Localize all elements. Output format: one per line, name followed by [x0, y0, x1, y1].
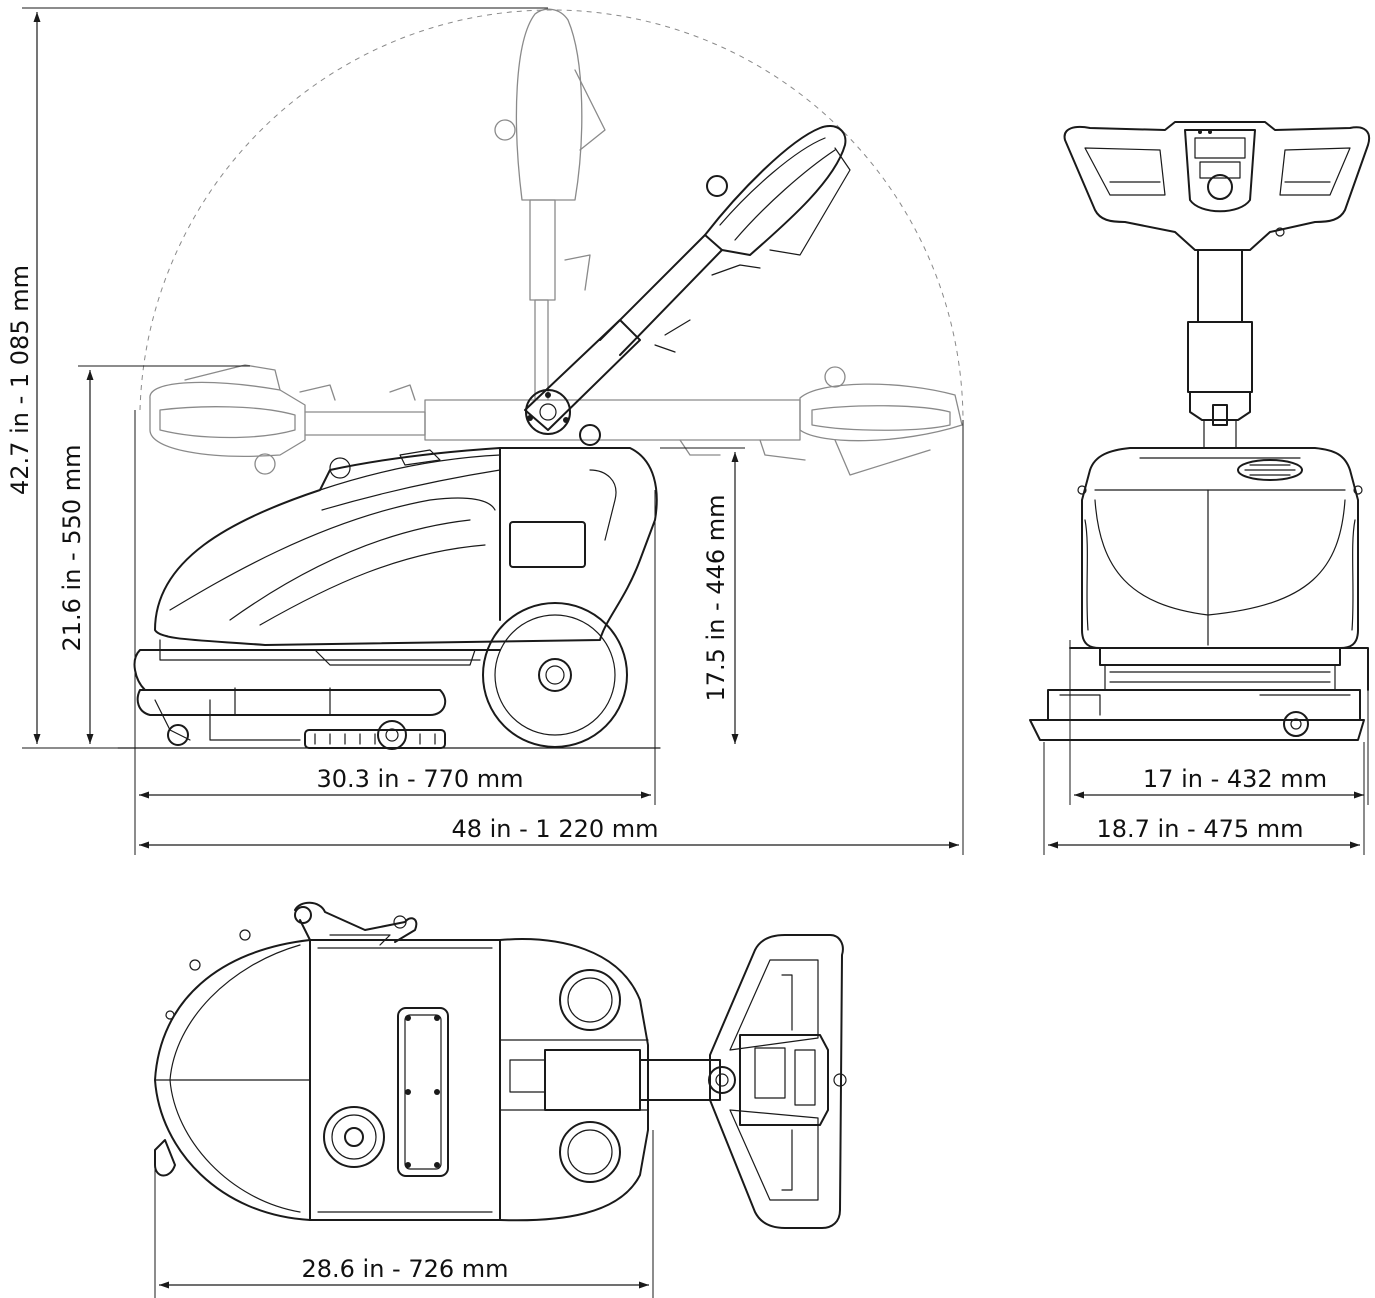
front-view	[1029, 121, 1370, 741]
label-total-length: 48 in - 1 220 mm	[451, 815, 658, 843]
machine-body-side	[133, 447, 658, 691]
label-body-length: 30.3 in - 770 mm	[316, 765, 523, 793]
label-handle-height: 21.6 in - 550 mm	[58, 444, 86, 651]
brush-deck-side	[136, 649, 476, 750]
ghost-handle-vertical	[494, 8, 606, 401]
dimension-lines	[22, 7, 1369, 1298]
rear-wheel	[482, 602, 628, 748]
top-view	[154, 901, 847, 1229]
ghost-handle-left	[149, 364, 426, 475]
handle-tilted	[524, 125, 851, 446]
label-body-height: 17.5 in - 446 mm	[702, 494, 730, 701]
side-view	[117, 8, 964, 750]
label-top-length: 28.6 in - 726 mm	[301, 1255, 508, 1283]
label-front-width: 17 in - 432 mm	[1143, 765, 1327, 793]
dimension-labels: 42.7 in - 1 085 mm 21.6 in - 550 mm 17.5…	[6, 265, 1327, 1283]
ghost-handle-right	[424, 366, 963, 476]
label-squeegee-width: 18.7 in - 475 mm	[1096, 815, 1303, 843]
label-total-height: 42.7 in - 1 085 mm	[6, 265, 34, 495]
